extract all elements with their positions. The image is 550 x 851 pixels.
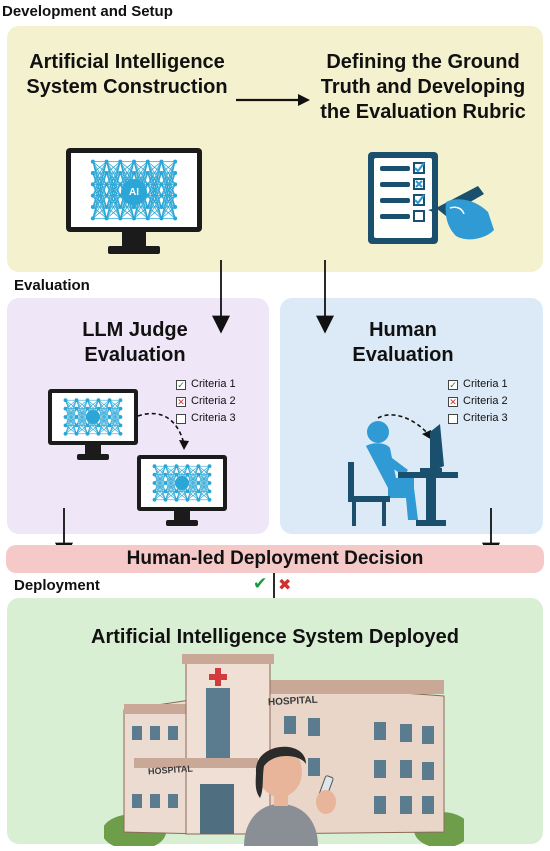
reject-cross-icon: ✖ <box>278 577 292 594</box>
human-eval-title: Human Evaluation <box>352 319 454 366</box>
section-label-evaluation: Evaluation <box>14 277 90 294</box>
llm-dashed-arrow <box>137 412 189 450</box>
hospital-illustration <box>104 654 464 846</box>
deployment-decision-bar: Human-led Deployment Decision <box>6 545 544 573</box>
checkbox-crossed-icon: ✕ <box>448 396 458 407</box>
llm-criteria-item: ✓Criteria 1 <box>176 378 236 390</box>
human-criteria-item: ✓Criteria 1 <box>448 378 508 390</box>
human-criteria-list: ✓Criteria 1 ✕Criteria 2 Criteria 3 <box>448 376 508 427</box>
llm-criteria-list: ✓Criteria 1 ✕Criteria 2 Criteria 3 <box>176 376 236 427</box>
checkbox-checked-icon: ✓ <box>448 379 458 390</box>
deployed-title: Artificial Intelligence System Deployed <box>91 626 459 648</box>
human-at-desk-icon <box>348 414 458 526</box>
ai-construction-title: Artificial Intelligence System Construct… <box>26 51 228 98</box>
section-label-development: Development and Setup <box>2 3 173 20</box>
section-label-deployment: Deployment <box>14 577 100 594</box>
checkbox-checked-icon: ✓ <box>176 379 186 390</box>
approve-check-icon: ✔ <box>253 574 268 593</box>
ground-truth-title: Defining the Ground Truth and Developing… <box>320 51 526 123</box>
llm-monitor-1-icon <box>48 389 138 460</box>
human-criteria-item: ✕Criteria 2 <box>448 395 508 407</box>
deployment-decision-label: Human-led Deployment Decision <box>126 548 424 569</box>
construction-to-rubric-arrow <box>236 94 310 106</box>
llm-monitor-2-icon <box>137 455 227 526</box>
llm-judge-title: LLM Judge Evaluation <box>82 319 188 366</box>
llm-criteria-item: ✕Criteria 2 <box>176 395 236 407</box>
checkbox-empty-icon <box>448 413 458 424</box>
checkbox-empty-icon <box>176 413 186 424</box>
ai-badge-icon: AI <box>121 179 147 205</box>
llm-criteria-item: Criteria 3 <box>176 410 236 427</box>
human-criteria-item: Criteria 3 <box>448 410 508 427</box>
checkbox-crossed-icon: ✕ <box>176 396 186 407</box>
rubric-clipboard-icon <box>368 152 494 244</box>
